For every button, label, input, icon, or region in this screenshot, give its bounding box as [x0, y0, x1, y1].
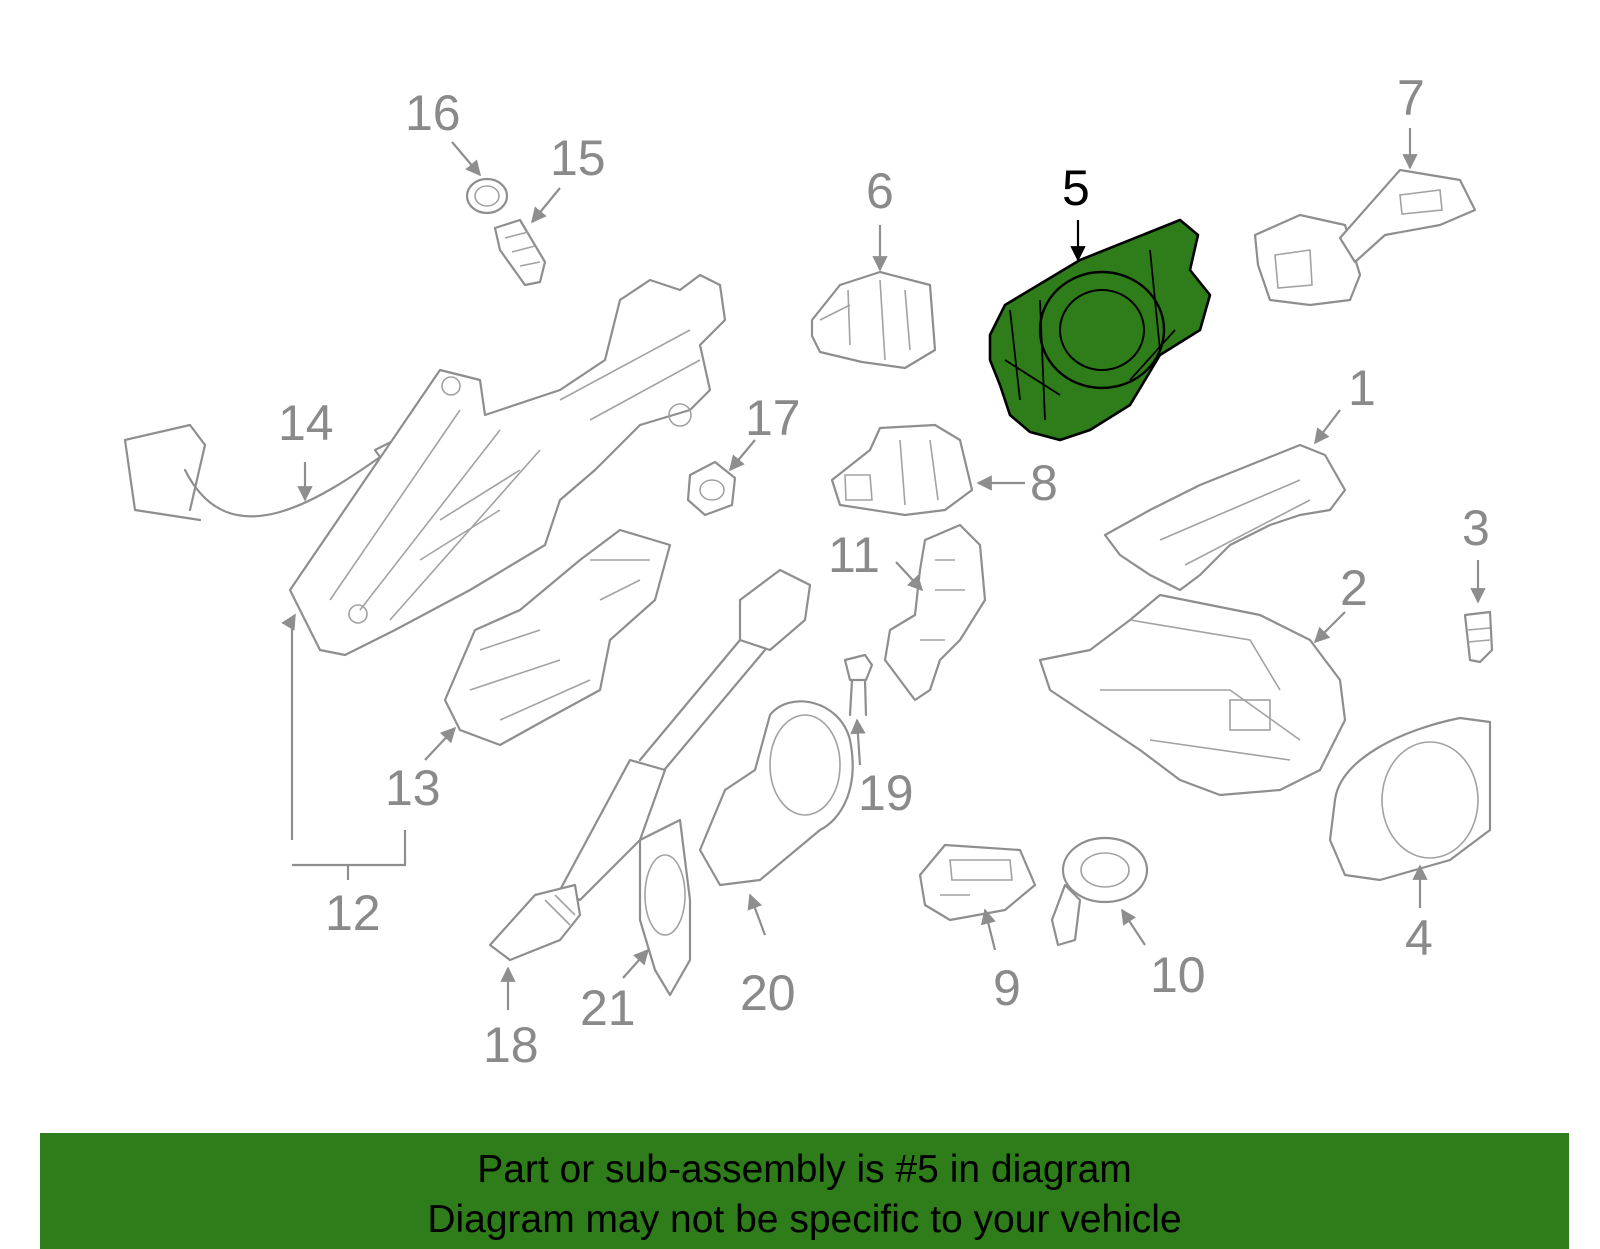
part-5-highlighted[interactable] [988, 218, 1212, 442]
callout-labels: 16 15 6 5 7 1 2 3 4 8 11 14 17 13 19 12 … [278, 70, 1490, 1073]
part-10[interactable] [1050, 836, 1149, 947]
callout-19: 19 [858, 765, 914, 821]
part-15[interactable] [493, 218, 547, 287]
callout-12: 12 [325, 885, 381, 941]
leader-lines [281, 128, 1486, 1010]
banner-line-2: Diagram may not be specific to your vehi… [427, 1198, 1182, 1241]
part-7[interactable] [1253, 168, 1477, 307]
part-18[interactable] [488, 568, 812, 962]
callout-9: 9 [993, 960, 1021, 1016]
banner-line-1: Part or sub-assembly is #5 in diagram [477, 1148, 1132, 1191]
part-4[interactable] [1328, 716, 1492, 882]
callout-15: 15 [550, 130, 606, 186]
callout-17: 17 [745, 390, 801, 446]
callout-1: 1 [1348, 360, 1376, 416]
part-9[interactable] [918, 843, 1037, 922]
callout-2: 2 [1340, 560, 1368, 616]
part-17[interactable] [686, 460, 737, 517]
callout-14: 14 [278, 395, 334, 451]
parts-diagram: 16 15 6 5 7 1 2 3 4 8 11 14 17 13 19 12 … [123, 70, 1494, 1073]
callout-18: 18 [483, 1017, 539, 1073]
callout-13: 13 [385, 760, 441, 816]
callout-21: 21 [580, 980, 636, 1036]
part-1[interactable] [1103, 443, 1347, 592]
part-16[interactable] [465, 177, 509, 215]
callout-3: 3 [1462, 500, 1490, 556]
part-20[interactable] [698, 700, 854, 887]
part-6[interactable] [810, 270, 937, 370]
part-8[interactable] [830, 423, 974, 517]
part-3[interactable] [1463, 610, 1494, 664]
callout-16: 16 [405, 85, 461, 141]
part-12[interactable] [288, 273, 727, 657]
callout-10: 10 [1150, 947, 1206, 1003]
part-19[interactable] [843, 653, 874, 717]
callout-8: 8 [1030, 455, 1058, 511]
callout-7: 7 [1397, 70, 1425, 126]
part-2[interactable] [1038, 593, 1347, 797]
callout-5: 5 [1062, 160, 1090, 216]
callout-6: 6 [866, 163, 894, 219]
info-banner: Part or sub-assembly is #5 in diagram Di… [40, 1133, 1569, 1249]
callout-4: 4 [1405, 910, 1433, 966]
callout-20: 20 [740, 965, 796, 1021]
callout-11: 11 [828, 527, 880, 583]
part-13[interactable] [443, 528, 672, 747]
part-11[interactable] [883, 523, 987, 702]
part-21[interactable] [638, 818, 692, 997]
